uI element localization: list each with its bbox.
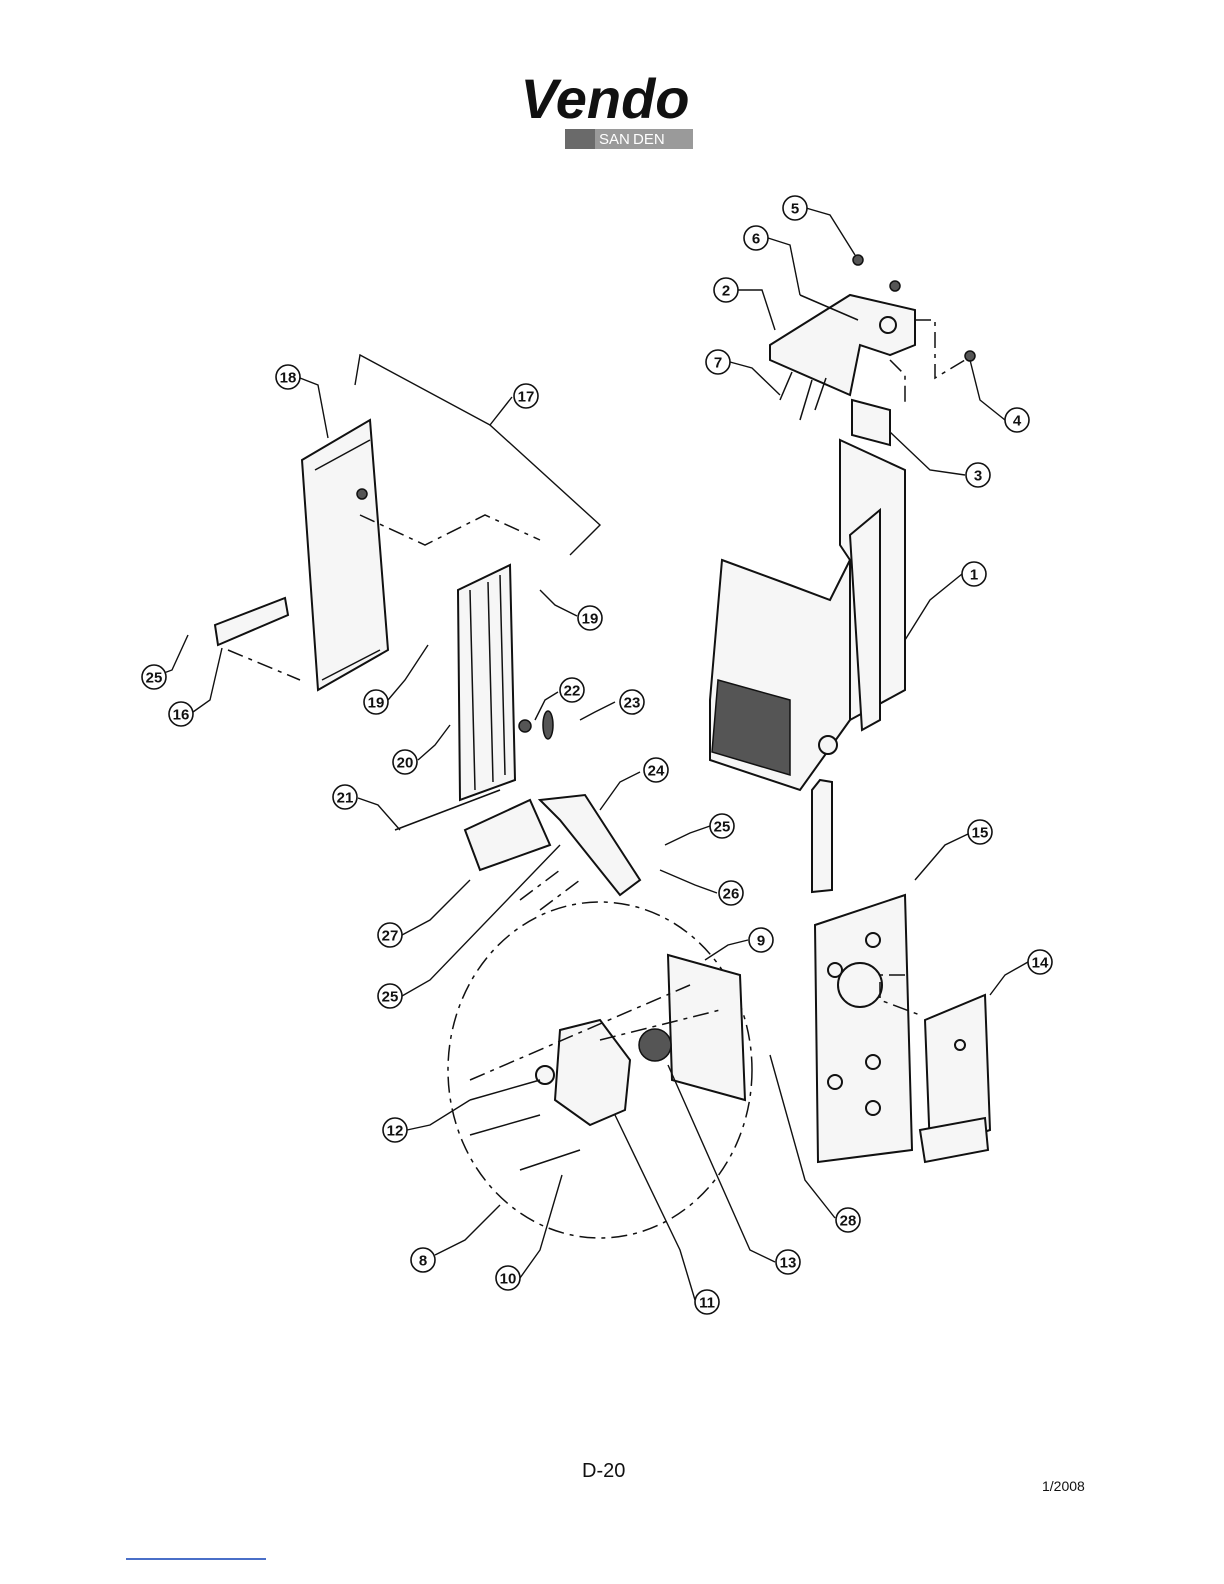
callout-20: 20 [393, 750, 417, 774]
callout-1: 1 [962, 562, 986, 586]
svg-text:1: 1 [970, 567, 978, 584]
svg-text:12: 12 [387, 1123, 404, 1140]
callout-23: 23 [620, 690, 644, 714]
svg-text:11: 11 [699, 1295, 715, 1312]
svg-text:25: 25 [146, 670, 163, 687]
svg-text:20: 20 [397, 755, 414, 772]
svg-text:4: 4 [1013, 413, 1022, 430]
svg-text:7: 7 [714, 355, 722, 372]
callout-13: 13 [776, 1250, 800, 1274]
svg-text:2: 2 [722, 283, 730, 300]
svg-text:9: 9 [757, 933, 765, 950]
callout-5: 5 [783, 196, 807, 220]
callout-14: 14 [1028, 950, 1052, 974]
svg-text:19: 19 [582, 611, 599, 628]
callout-19-right: 19 [578, 606, 602, 630]
callout-21: 21 [333, 785, 357, 809]
svg-text:21: 21 [337, 790, 354, 807]
svg-text:28: 28 [840, 1213, 857, 1230]
callout-25-right: 25 [710, 814, 734, 838]
callout-15: 15 [968, 820, 992, 844]
svg-text:5: 5 [791, 201, 799, 218]
callout-28: 28 [836, 1208, 860, 1232]
footer-rule [126, 1558, 266, 1560]
callout-12: 12 [383, 1118, 407, 1142]
linkage-assembly [395, 711, 640, 910]
svg-text:18: 18 [280, 370, 297, 387]
svg-text:8: 8 [419, 1253, 427, 1270]
top-bracket [770, 255, 975, 445]
callout-4: 4 [1005, 408, 1029, 432]
page-number: D-20 [582, 1460, 625, 1483]
motor-subassembly [448, 902, 752, 1238]
svg-text:6: 6 [752, 231, 760, 248]
mounting-plate [815, 895, 912, 1162]
callout-6: 6 [744, 226, 768, 250]
svg-text:25: 25 [382, 989, 399, 1006]
callout-7: 7 [706, 350, 730, 374]
frame-assembly [215, 420, 540, 800]
callout-18: 18 [276, 365, 300, 389]
callout-11: 11 [695, 1290, 719, 1314]
callout-10: 10 [496, 1266, 520, 1290]
callout-22: 22 [560, 678, 584, 702]
svg-text:3: 3 [974, 468, 982, 485]
housing-assembly [710, 440, 905, 892]
svg-text:24: 24 [648, 763, 665, 780]
svg-text:25: 25 [714, 819, 731, 836]
svg-text:16: 16 [173, 707, 190, 724]
callout-27: 27 [378, 923, 402, 947]
callout-3: 3 [966, 463, 990, 487]
callout-17: 17 [514, 384, 538, 408]
svg-text:10: 10 [500, 1271, 517, 1288]
svg-text:13: 13 [780, 1255, 797, 1272]
callout-25-lower: 25 [378, 984, 402, 1008]
callout-8: 8 [411, 1248, 435, 1272]
svg-text:15: 15 [972, 825, 989, 842]
svg-text:23: 23 [624, 695, 641, 712]
callout-26: 26 [719, 881, 743, 905]
callout-9: 9 [749, 928, 773, 952]
svg-text:27: 27 [382, 928, 399, 945]
callout-25-left: 25 [142, 665, 166, 689]
svg-text:26: 26 [723, 886, 740, 903]
callout-24: 24 [644, 758, 668, 782]
callout-2: 2 [714, 278, 738, 302]
svg-text:22: 22 [564, 683, 581, 700]
revision-date: 1/2008 [1042, 1478, 1085, 1494]
svg-text:14: 14 [1032, 955, 1049, 972]
svg-text:19: 19 [368, 695, 385, 712]
svg-text:17: 17 [518, 389, 535, 406]
callout-19-left: 19 [364, 690, 388, 714]
callout-16: 16 [169, 702, 193, 726]
